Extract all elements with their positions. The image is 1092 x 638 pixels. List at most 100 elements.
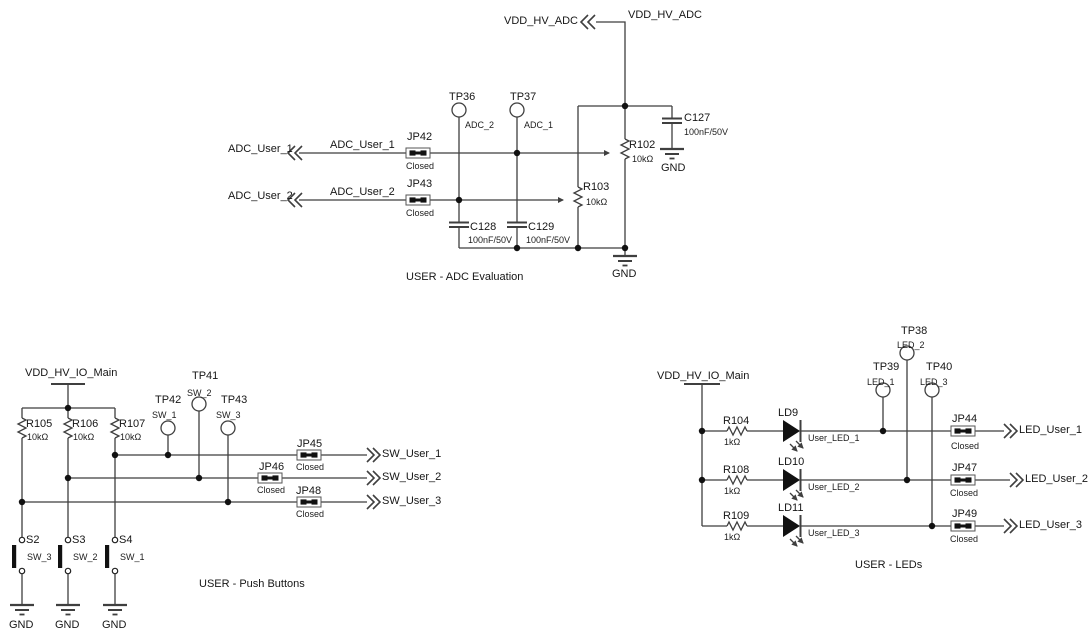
adc-power-connector-label: VDD_HV_ADC [504,15,578,27]
r106-value: 10kΩ [73,432,95,442]
jp45-state: Closed [296,462,325,472]
c127-value: 100nF/50V [684,127,729,137]
s3-gnd-label: GND [55,619,80,631]
s4-gnd-label: GND [102,619,127,631]
adc-user1-net-label: ADC_User_1 [330,139,395,151]
r107-value: 10kΩ [120,432,142,442]
r106-ref: R106 [72,418,99,430]
tp38-testpoint [899,345,915,480]
sw-user1-offpage-connector [366,447,382,463]
r105-resistor [16,417,28,439]
s4-ref: S4 [119,534,133,546]
leds-power-net-symbol [684,383,720,526]
r103-potentiometer [572,186,584,208]
r109-value: 1kΩ [724,532,741,542]
s2-switch [12,536,26,605]
buttons-power-net-symbol [51,383,85,408]
r103-value: 10kΩ [586,197,608,207]
jp49-state: Closed [950,534,979,544]
adc-input1-offpage-connector [286,145,303,161]
buttons-power-net-label: VDD_HV_IO_Main [25,367,118,379]
led-user3-offpage-connector [1003,518,1019,534]
c128-value: 100nF/50V [468,235,513,245]
r108-resistor [726,474,748,486]
ld11-ref: LD11 [778,502,804,514]
ld10-ref: LD10 [778,456,805,468]
leds-power-net-label: VDD_HV_IO_Main [657,370,750,382]
jp47-state: Closed [950,488,979,498]
jp44-jumper [950,425,976,437]
jp48-jumper [296,496,322,508]
r104-resistor [726,425,748,437]
r107-ref: R107 [119,418,146,430]
s4-net: SW_1 [120,552,145,562]
jp42-jumper [405,147,431,159]
sw-user2-offpage-connector [366,470,382,486]
jp43-state: Closed [406,208,435,218]
s3-switch [58,536,72,605]
led-user1-offpage-connector [1003,423,1019,439]
tp39-ref: TP39 [873,361,900,373]
tp37-net: ADC_1 [524,120,554,130]
tp38-ref: TP38 [901,325,928,337]
tp40-ref: TP40 [926,361,953,373]
led-user2-offpage-connector [1009,472,1025,488]
s3-ref: S3 [72,534,86,546]
jp46-state: Closed [257,485,286,495]
adc-user1-connector-label: ADC_User_1 [228,143,293,155]
tp40-testpoint [924,382,940,526]
r108-value: 1kΩ [724,486,741,496]
r107-resistor [109,417,121,439]
jp45-jumper [296,449,322,461]
s3-gnd-symbol [54,603,82,616]
jp49-ref: JP49 [952,508,978,520]
r109-resistor [726,520,748,532]
jp45-ref: JP45 [297,438,323,450]
tp37-testpoint [509,102,525,153]
led-user3-connector-label: LED_User_3 [1019,519,1082,531]
jp48-ref: JP48 [296,485,322,497]
tp36-ref: TP36 [449,91,476,103]
s4-gnd-symbol [101,603,129,616]
tp38-net: LED_2 [897,340,925,350]
adc-junction-dots [455,102,629,252]
jp47-ref: JP47 [952,462,978,474]
r102-value: 10kΩ [632,154,654,164]
s2-ref: S2 [26,534,40,546]
adc-rail-gnd-label: GND [612,268,637,280]
tp39-net: LED_1 [867,377,895,387]
s2-net: SW_3 [27,552,52,562]
r102-potentiometer [619,138,631,160]
tp37-ref: TP37 [510,91,537,103]
adc-section-title: USER - ADC Evaluation [406,271,524,283]
c127-gnd-label: GND [661,162,686,174]
led-user2-connector-label: LED_User_2 [1025,473,1088,485]
leds-section-title: USER - LEDs [855,559,923,571]
tp36-net: ADC_2 [465,120,495,130]
tp39-testpoint [875,382,891,431]
adc-user2-net-label: ADC_User_2 [330,186,395,198]
adc-user2-connector-label: ADC_User_2 [228,190,293,202]
tp40-net: LED_3 [920,377,948,387]
ld9-led [783,420,804,452]
c129-capacitor [507,153,527,248]
tp41-net: SW_2 [187,388,212,398]
tp36-testpoint [451,102,467,200]
led-user1-connector-label: LED_User_1 [1019,424,1082,436]
c129-value: 100nF/50V [526,235,571,245]
buttons-section-title: USER - Push Buttons [199,578,305,590]
sw-user1-connector-label: SW_User_1 [382,448,442,460]
tp43-ref: TP43 [221,394,248,406]
jp42-state: Closed [406,161,435,171]
jp48-state: Closed [296,509,325,519]
s3-net: SW_2 [73,552,98,562]
leds-junction-dots [698,427,936,530]
jp46-ref: JP46 [259,461,285,473]
tp41-ref: TP41 [192,370,219,382]
r105-value: 10kΩ [27,432,49,442]
adc-power-offpage-connector [579,14,626,106]
sw-user3-offpage-connector [366,494,382,510]
jp46-jumper [257,472,283,484]
